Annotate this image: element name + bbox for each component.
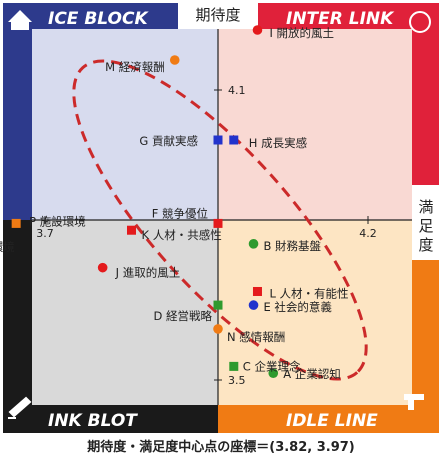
point-c [229,361,239,371]
point-e [248,300,259,310]
quadrant-label-idle-line: IDLE LINE [286,411,378,431]
center-footnote: 期待度・満足度中心点の座標＝(3.82, 3.97) [87,439,355,455]
quadrant-bottom-left [32,220,218,405]
point-h [229,135,239,145]
x-tick-label-0: 3.7 [36,227,54,240]
point-label-i: I 開放的風土 [269,26,334,40]
point-label-p: P 施設環境 [29,214,86,228]
point-label-a: A 企業認知 [283,367,341,381]
x-axis-title: 満足度 [418,198,433,254]
x-tick-label-1: 4.2 [359,227,377,240]
point-label-e: E 社会的意義 [264,300,333,314]
point-label-d: D 経営戦略 [153,309,212,323]
point-label-j: J 進取的風土 [115,266,181,280]
point-label-l: L 人材・有能性 [269,286,348,300]
point-label-f: F 競争優位 [152,206,208,220]
point-label-n: N 感情報酬 [227,330,285,344]
point-d [213,300,223,310]
point-a [268,368,279,378]
pen-icon [8,396,32,419]
point-g [213,135,223,145]
point-k [127,225,136,235]
point-n [213,324,223,334]
point-label-m: M 経済報酬 [105,60,165,74]
point-b [248,239,259,249]
house-icon [8,10,32,30]
dashed-ellipse-annotation [72,59,368,381]
y-axis-title-panel [178,0,258,29]
y-tick-label-1: 3.5 [228,374,246,387]
quadrant-label-ink-blot: INK BLOT [48,411,138,431]
x-axis-title-panel [412,185,442,260]
faucet-icon [404,394,424,410]
point-label-b: B 財務基盤 [264,239,322,253]
band-bottom-left [3,220,218,433]
point-l [252,286,262,296]
point-j [97,262,108,273]
point-m [169,55,180,65]
point-label-c: C 企業理念 [243,359,301,373]
quadrant-label-ice-block: ICE BLOCK [48,9,149,29]
quadrant-top-right [218,29,412,220]
y-tick-label-0: 4.1 [228,84,246,97]
point-i [252,25,263,35]
point-label-k: K 人材・共感性 [142,228,222,242]
y-axis-title: 期待度 [195,6,240,24]
point-label-g: G 貢献実感 [139,134,198,148]
point-label-h: H 成長実感 [249,136,307,150]
quadrant-top-left [32,29,218,220]
point-label-o: O 制度環境 [0,240,15,254]
quadrant-label-inter-link: INTER LINK [286,9,395,29]
handshake-icon [409,11,431,33]
point-f [213,218,223,228]
point-p [11,218,21,228]
